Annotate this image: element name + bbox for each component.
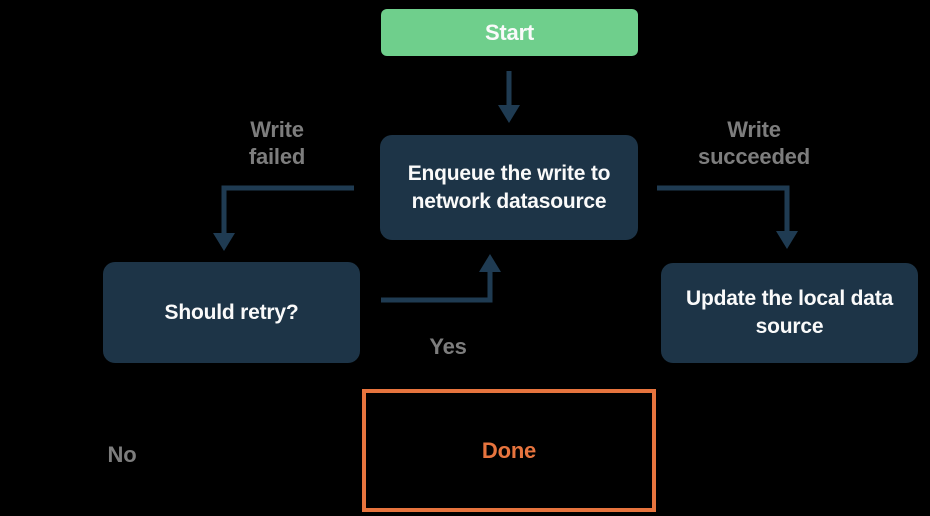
edge-label-no: No [107,442,137,467]
done-node: Done [362,389,656,512]
update-local-datasource-node: Update the local data source [661,263,918,363]
should-retry-node: Should retry? [103,262,360,363]
start-node: Start [381,9,638,56]
edge-label-write-succeeded: Write succeeded [698,117,810,169]
arrow-enqueue-to-update-local [657,185,798,249]
arrow-should-retry-to-enqueue [381,254,501,303]
arrow-start-to-enqueue [498,71,520,123]
edge-label-write-failed: Write failed [248,117,306,169]
edge-label-yes: Yes [429,334,467,359]
enqueue-write-node: Enqueue the write to network datasource [380,135,638,240]
arrow-enqueue-to-should-retry [213,185,354,251]
